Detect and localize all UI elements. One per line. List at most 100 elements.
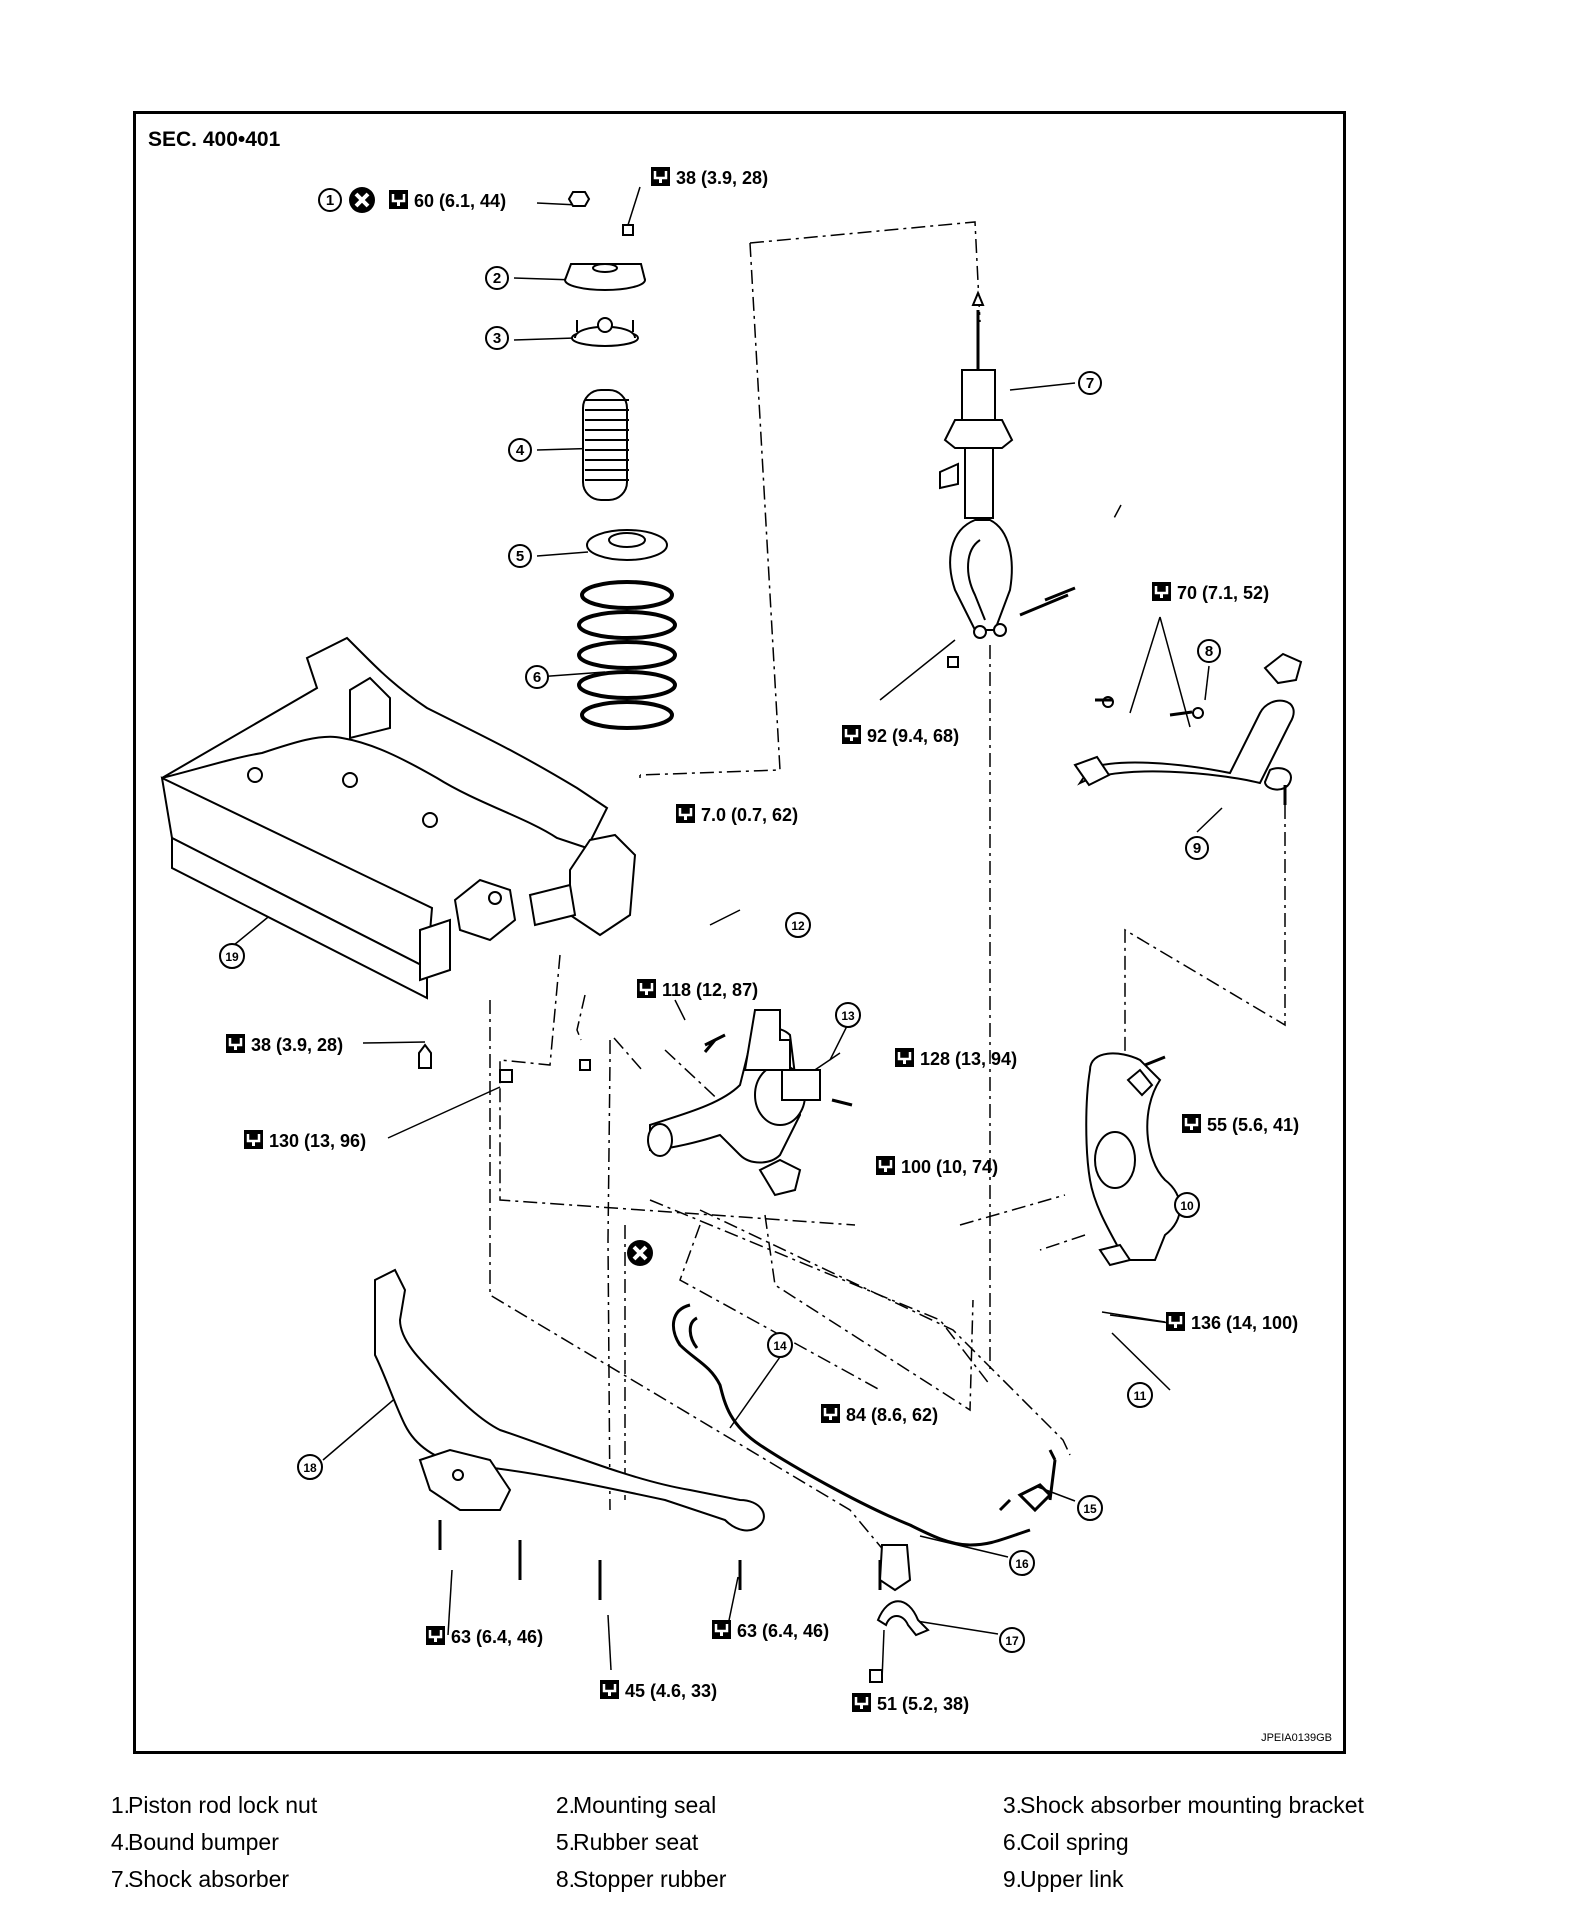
- legend-text: Rubber seat: [573, 1829, 699, 1855]
- torque-label: 128 (13, 94): [893, 1046, 1017, 1069]
- svg-text:3: 3: [493, 330, 501, 347]
- svg-text:13: 13: [841, 1009, 855, 1023]
- torque-wrench-icon: [850, 1691, 873, 1714]
- legend-row: 1. Piston rod lock nut 2. Mounting seal …: [70, 1792, 1530, 1829]
- svg-text:70 (7.1, 52): 70 (7.1, 52): [1177, 583, 1269, 603]
- callout-17: 17: [999, 1627, 1025, 1653]
- svg-text:15: 15: [1083, 1502, 1097, 1516]
- legend-number: 4.: [110, 1829, 130, 1855]
- torque-wrench-icon: [424, 1624, 447, 1647]
- svg-text:51 (5.2, 38): 51 (5.2, 38): [877, 1694, 969, 1714]
- torque-label: 45 (4.6, 33): [598, 1678, 717, 1701]
- legend-number: 9.: [1002, 1866, 1022, 1892]
- torque-label: 51 (5.2, 38): [850, 1691, 969, 1714]
- svg-text:6: 6: [533, 669, 541, 686]
- member-stay: [374, 1268, 882, 1600]
- legend-text: Shock absorber mounting bracket: [1020, 1792, 1364, 1818]
- torque-label: 38 (3.9, 28): [224, 1032, 343, 1055]
- legend-text: Stopper rubber: [573, 1866, 727, 1892]
- do-not-reuse-icon: [347, 185, 377, 215]
- svg-text:10: 10: [1180, 1199, 1194, 1213]
- svg-text:4: 4: [516, 442, 525, 459]
- callout-14: 14: [767, 1332, 793, 1358]
- torque-wrench-icon: [840, 723, 863, 746]
- svg-text:19: 19: [225, 950, 239, 964]
- callout-2: 2: [485, 266, 509, 290]
- torque-wrench-icon: [598, 1678, 621, 1701]
- torque-wrench-icon: [819, 1402, 842, 1425]
- callout-9: 9: [1185, 836, 1209, 860]
- torque-wrench-icon: [1180, 1112, 1203, 1135]
- svg-text:63 (6.4, 46): 63 (6.4, 46): [737, 1621, 829, 1641]
- stabilizer-bushing-and-clamp: [418, 1043, 930, 1683]
- torque-wrench-icon: [893, 1046, 916, 1069]
- callout-15: 15: [1077, 1495, 1103, 1521]
- upper-link: [1073, 652, 1303, 805]
- callout-10: 10: [1174, 1192, 1200, 1218]
- do-not-reuse-icon: [625, 1238, 655, 1268]
- svg-text:14: 14: [773, 1339, 787, 1353]
- torque-wrench-icon: [242, 1128, 265, 1151]
- svg-text:8: 8: [1205, 643, 1213, 660]
- legend-number: 5.: [555, 1829, 575, 1855]
- callout-numbers: 1 2 3 4 5 6 7 8 9 10 11 12 13 14 15 16 1…: [219, 188, 1221, 1653]
- torque-wrench-icon: [1150, 580, 1173, 603]
- svg-text:38 (3.9, 28): 38 (3.9, 28): [676, 168, 768, 188]
- torque-wrench-icon: [874, 1154, 897, 1177]
- torque-label: 70 (7.1, 52): [1150, 580, 1269, 603]
- legend-text: Mounting seal: [573, 1792, 717, 1818]
- section-label: SEC. 400•401: [148, 128, 281, 151]
- svg-text:45 (4.6, 33): 45 (4.6, 33): [625, 1681, 717, 1701]
- svg-text:38 (3.9, 28): 38 (3.9, 28): [251, 1035, 343, 1055]
- svg-text:2: 2: [493, 270, 501, 287]
- legend-number: 3.: [1002, 1792, 1022, 1818]
- svg-text:100 (10, 74): 100 (10, 74): [901, 1157, 998, 1177]
- callout-3: 3: [485, 326, 509, 350]
- callout-12: 12: [785, 912, 811, 938]
- torque-wrench-icon: [224, 1032, 247, 1055]
- torque-wrench-icon: [649, 165, 672, 188]
- torque-label: 63 (6.4, 46): [424, 1624, 543, 1647]
- svg-text:16: 16: [1015, 1557, 1029, 1571]
- torque-label: 84 (8.6, 62): [819, 1402, 938, 1425]
- callout-8: 8: [1197, 639, 1221, 663]
- svg-text:63 (6.4, 46): 63 (6.4, 46): [451, 1627, 543, 1647]
- torque-wrench-icon: [387, 188, 410, 211]
- svg-text:136 (14, 100): 136 (14, 100): [1191, 1313, 1298, 1333]
- legend-text: Bound bumper: [128, 1829, 279, 1855]
- legend-text: Piston rod lock nut: [128, 1792, 318, 1818]
- svg-text:18: 18: [303, 1461, 317, 1475]
- torque-wrench-icon: [635, 977, 658, 1000]
- callout-1: 1: [318, 188, 342, 212]
- svg-text:84 (8.6, 62): 84 (8.6, 62): [846, 1405, 938, 1425]
- lower-link: [647, 1009, 853, 1197]
- torque-wrench-icon: [1164, 1310, 1187, 1333]
- svg-text:92 (9.4, 68): 92 (9.4, 68): [867, 726, 959, 746]
- torque-label: 118 (12, 87): [635, 977, 758, 1000]
- callout-4: 4: [508, 438, 532, 462]
- torque-label: 7.0 (0.7, 62): [674, 802, 798, 825]
- torque-label: 63 (6.4, 46): [710, 1618, 829, 1641]
- legend-text: Coil spring: [1020, 1829, 1129, 1855]
- torque-wrench-icon: [710, 1618, 733, 1641]
- assembly-lines: [489, 221, 1286, 1571]
- callout-19: 19: [219, 943, 245, 969]
- strut-mount-parts: [564, 191, 668, 561]
- svg-text:1: 1: [326, 192, 334, 209]
- torque-label: 92 (9.4, 68): [840, 723, 959, 746]
- legend-row: 7. Shock absorber 8. Stopper rubber 9. U…: [70, 1866, 1530, 1903]
- callout-13: 13: [835, 1002, 861, 1028]
- callout-11: 11: [1127, 1382, 1153, 1408]
- torque-label: 100 (10, 74): [874, 1154, 998, 1177]
- svg-text:128 (13, 94): 128 (13, 94): [920, 1049, 1017, 1069]
- svg-text:60 (6.1, 44): 60 (6.1, 44): [414, 191, 506, 211]
- svg-text:17: 17: [1005, 1634, 1019, 1648]
- legend-text: Upper link: [1020, 1866, 1124, 1892]
- front-crossmember: [160, 636, 637, 1000]
- svg-text:5: 5: [516, 548, 524, 565]
- stabilizer-bar: [671, 1303, 1057, 1547]
- legend-text: Shock absorber: [128, 1866, 290, 1892]
- legend-number: 8.: [555, 1866, 575, 1892]
- legend-number: 1.: [110, 1792, 130, 1818]
